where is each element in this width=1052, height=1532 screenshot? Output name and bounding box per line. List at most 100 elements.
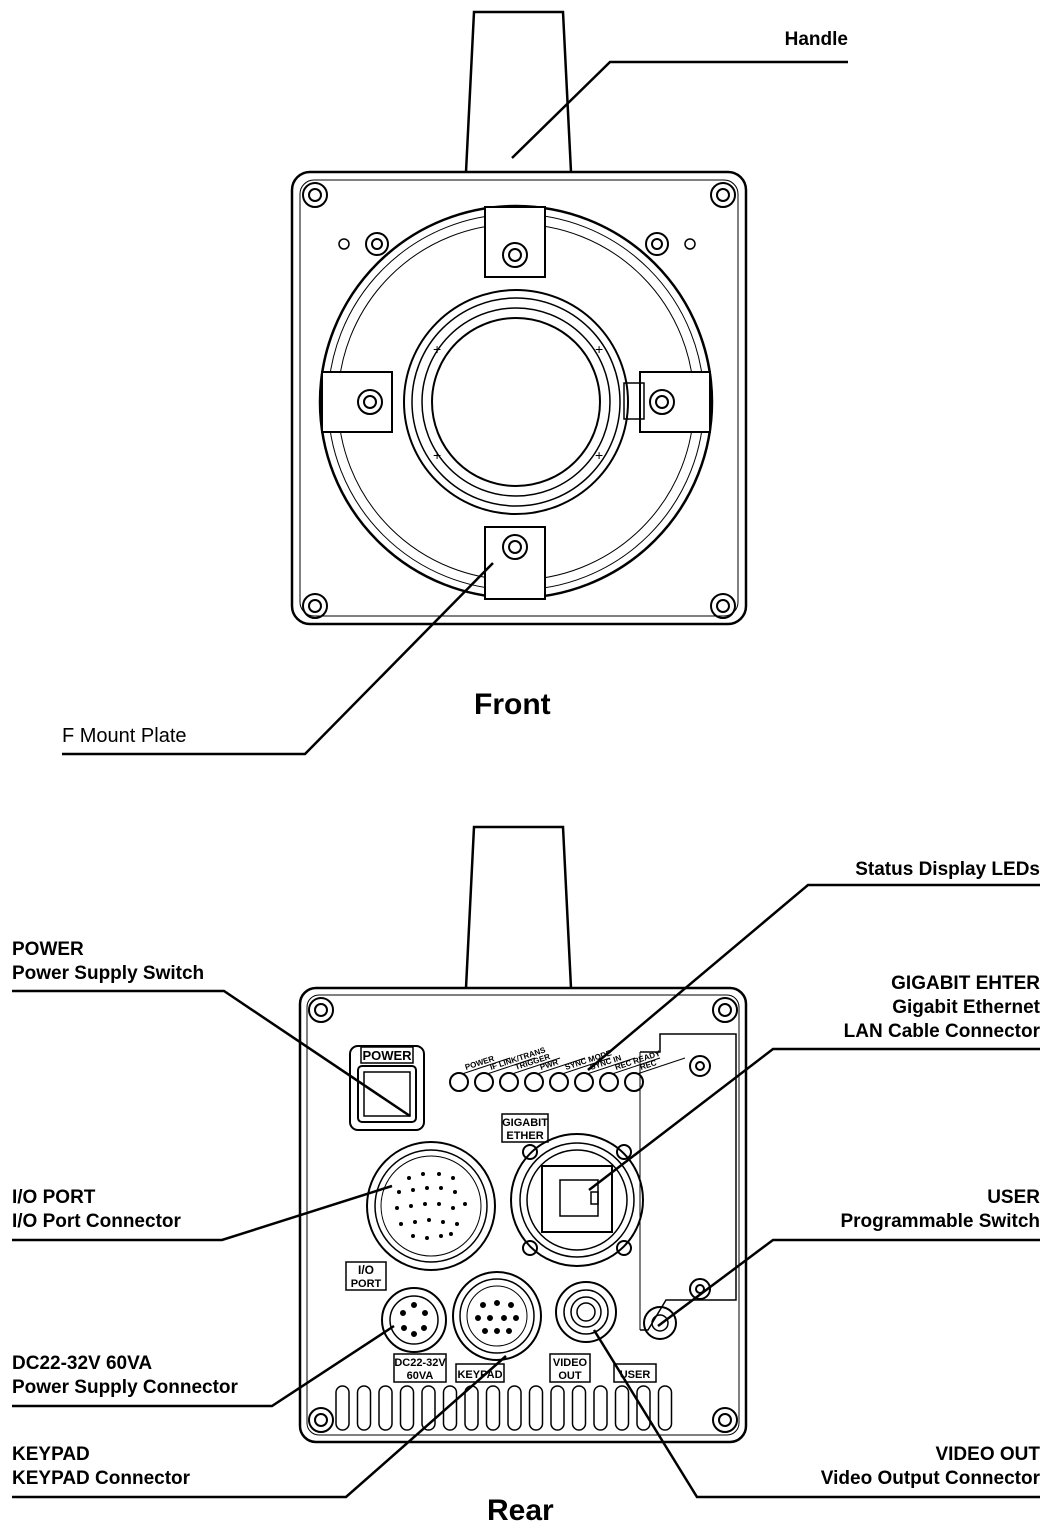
vent-slot (442, 1385, 458, 1431)
vent-slot (335, 1385, 350, 1431)
io-pin (449, 1232, 453, 1236)
panel-label-keypad: KEYPAD (457, 1369, 502, 1381)
lens-mount: + + + + (403, 289, 645, 515)
panel-label-power: POWER (362, 1048, 412, 1063)
callout-io-title: I/O PORT (12, 1187, 96, 1208)
svg-text:+: + (595, 447, 603, 463)
led-label-tab (486, 1057, 536, 1075)
svg-text:+: + (433, 447, 441, 463)
io-pin (413, 1220, 417, 1224)
rear-small-screw-top (689, 1055, 711, 1077)
callout-keypad-desc: KEYPAD Connector (12, 1468, 191, 1489)
io-pin (425, 1236, 429, 1240)
led-label-tab (586, 1057, 636, 1075)
io-pin (455, 1222, 459, 1226)
callout-dc-title: DC22-32V 60VA (12, 1353, 153, 1374)
panel-label-io-1: I/O (358, 1263, 374, 1277)
rear-leader-lines (12, 883, 1040, 1499)
io-pin (451, 1176, 455, 1180)
gigabit-ether-connector: GIGABIT ETHER (501, 1113, 644, 1267)
vent-slot (399, 1385, 415, 1431)
callout-dc-desc: Power Supply Connector (12, 1377, 238, 1398)
vent-slot (507, 1385, 522, 1431)
vent-slot (657, 1385, 673, 1431)
led-label-tab (611, 1057, 661, 1075)
front-view: + + + + (62, 10, 848, 756)
vent-slot (356, 1385, 372, 1431)
rear-view-title: Rear (487, 1494, 554, 1527)
panel-label-dc-2: 60VA (407, 1370, 434, 1382)
callout-gigabit-desc-1: Gigabit Ethernet (892, 997, 1040, 1018)
io-pin (411, 1188, 415, 1192)
io-pin (409, 1204, 413, 1208)
io-port-connector: I/O PORT (345, 1141, 496, 1291)
io-pin (427, 1218, 431, 1222)
svg-text:+: + (595, 341, 603, 357)
svg-text:+: + (433, 341, 441, 357)
front-view-title: Front (474, 688, 551, 721)
panel-label-user: USER (620, 1369, 651, 1381)
vent-slot (464, 1385, 479, 1431)
io-pin (397, 1190, 401, 1194)
front-leader-lines (62, 60, 848, 756)
callout-io-desc: I/O Port Connector (12, 1211, 181, 1232)
vent-slot (421, 1385, 436, 1431)
vent-slot (378, 1385, 393, 1431)
keypad-connector: KEYPAD (452, 1271, 542, 1383)
vent-slot (593, 1385, 608, 1431)
callout-user-title: USER (987, 1187, 1040, 1208)
led-label-tab (461, 1057, 511, 1075)
io-pin (441, 1220, 445, 1224)
vent-slot (614, 1385, 630, 1431)
panel-label-video-2: OUT (558, 1370, 582, 1382)
io-pin (399, 1222, 403, 1226)
panel-label-gigabit-2: ETHER (506, 1130, 543, 1142)
callout-keypad-title: KEYPAD (12, 1444, 90, 1465)
status-led-row (449, 1072, 644, 1092)
led-label-tab (636, 1057, 686, 1075)
io-pin (423, 1202, 427, 1206)
callout-power-desc: Power Supply Switch (12, 963, 205, 984)
vent-slot (485, 1385, 501, 1431)
user-switch: USER (613, 1306, 677, 1383)
video-out-connector: VIDEO OUT (549, 1281, 617, 1383)
front-corner-screws (302, 182, 736, 619)
ventilation-slots (335, 1385, 673, 1431)
io-pin (411, 1234, 415, 1238)
io-pin (425, 1186, 429, 1190)
callout-status-leds: Status Display LEDs (855, 859, 1040, 880)
panel-label-video-1: VIDEO (553, 1357, 588, 1369)
io-pin (439, 1234, 443, 1238)
callout-video-title: VIDEO OUT (935, 1444, 1040, 1465)
panel-label-dc-1: DC22-32V (394, 1357, 446, 1369)
callout-gigabit-title: GIGABIT EHTER (891, 973, 1040, 994)
vent-slot (571, 1385, 587, 1431)
panel-label-io-2: PORT (351, 1278, 382, 1290)
dc-power-connector: DC22-32V 60VA (381, 1287, 447, 1383)
rear-handle (464, 825, 573, 989)
vent-slot (550, 1385, 565, 1431)
callout-video-desc: Video Output Connector (820, 1468, 1040, 1489)
io-pin (437, 1202, 441, 1206)
io-pin (463, 1202, 467, 1206)
io-pin (439, 1186, 443, 1190)
front-body (290, 170, 748, 626)
callout-power-title: POWER (12, 939, 84, 960)
vent-slot (528, 1385, 544, 1431)
callout-handle: Handle (784, 29, 848, 50)
io-pin (437, 1172, 441, 1176)
front-handle (464, 10, 573, 173)
f-mount-plate (318, 204, 714, 600)
io-pin (421, 1172, 425, 1176)
io-pin (451, 1206, 455, 1210)
led-label-tab (511, 1057, 561, 1075)
callout-gigabit-desc-2: LAN Cable Connector (843, 1021, 1040, 1042)
callout-user-desc: Programmable Switch (840, 1211, 1040, 1232)
led-label-tab (561, 1057, 611, 1075)
panel-label-gigabit-1: GIGABIT (502, 1117, 548, 1129)
io-pin (395, 1206, 399, 1210)
io-pin (407, 1176, 411, 1180)
